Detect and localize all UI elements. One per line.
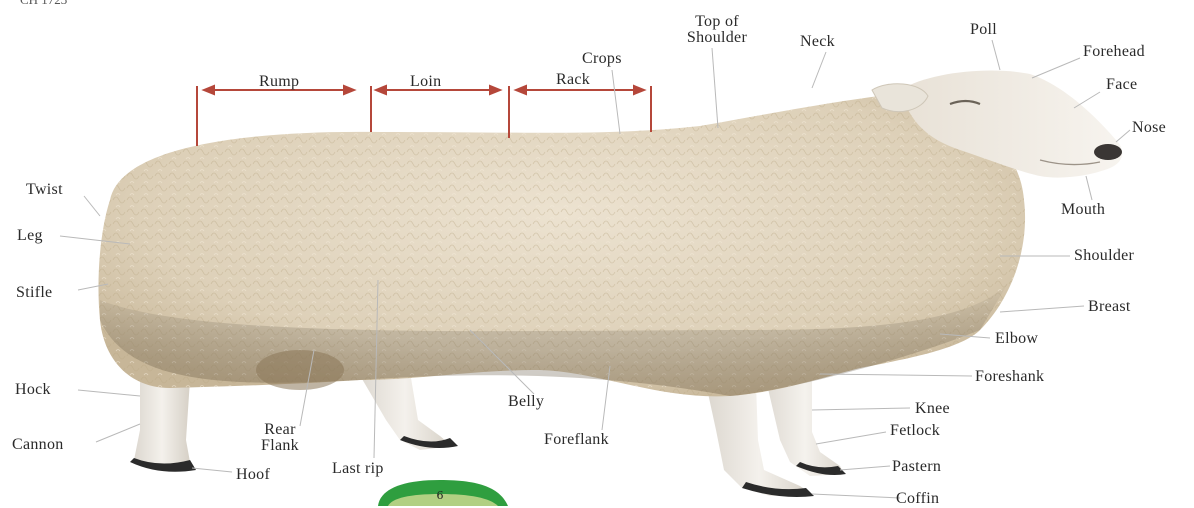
label-loin: Loin bbox=[410, 73, 441, 91]
label-rack: Rack bbox=[556, 71, 590, 89]
label-forehead: Forehead bbox=[1083, 43, 1145, 61]
label-breast: Breast bbox=[1088, 298, 1131, 316]
label-foreflank: Foreflank bbox=[544, 431, 609, 449]
label-last-rip: Last rip bbox=[332, 460, 384, 478]
sheep-body bbox=[98, 92, 1025, 396]
label-nose: Nose bbox=[1132, 119, 1166, 137]
label-top-of-shoulder-2: Shoulder bbox=[672, 29, 762, 47]
label-crops: Crops bbox=[582, 50, 622, 68]
label-belly: Belly bbox=[508, 393, 544, 411]
label-cannon: Cannon bbox=[12, 436, 64, 454]
label-shoulder: Shoulder bbox=[1074, 247, 1134, 265]
label-rump: Rump bbox=[259, 73, 299, 91]
label-rear-flank-2: Flank bbox=[250, 437, 310, 455]
label-twist: Twist bbox=[26, 181, 63, 199]
rear-leg-left bbox=[130, 380, 196, 472]
label-hock: Hock bbox=[15, 381, 51, 399]
label-elbow: Elbow bbox=[995, 330, 1038, 348]
front-leg-right bbox=[766, 378, 846, 476]
rear-leg-right bbox=[358, 372, 458, 450]
label-hoof: Hoof bbox=[236, 466, 270, 484]
label-neck: Neck bbox=[800, 33, 835, 51]
label-face: Face bbox=[1106, 76, 1137, 94]
label-leg: Leg bbox=[17, 227, 43, 245]
label-foreshank: Foreshank bbox=[975, 368, 1044, 386]
nose-mark bbox=[1094, 144, 1122, 160]
label-poll: Poll bbox=[970, 21, 997, 39]
label-stifle: Stifle bbox=[16, 284, 52, 302]
label-mouth: Mouth bbox=[1061, 201, 1105, 219]
label-pastern: Pastern bbox=[892, 458, 941, 476]
label-knee: Knee bbox=[915, 400, 950, 418]
label-coffin: Coffin bbox=[896, 490, 939, 508]
rear-flank-shadow bbox=[256, 350, 344, 390]
page-badge: 6 bbox=[378, 480, 508, 506]
badge-number: 6 bbox=[437, 489, 444, 502]
label-fetlock: Fetlock bbox=[890, 422, 940, 440]
